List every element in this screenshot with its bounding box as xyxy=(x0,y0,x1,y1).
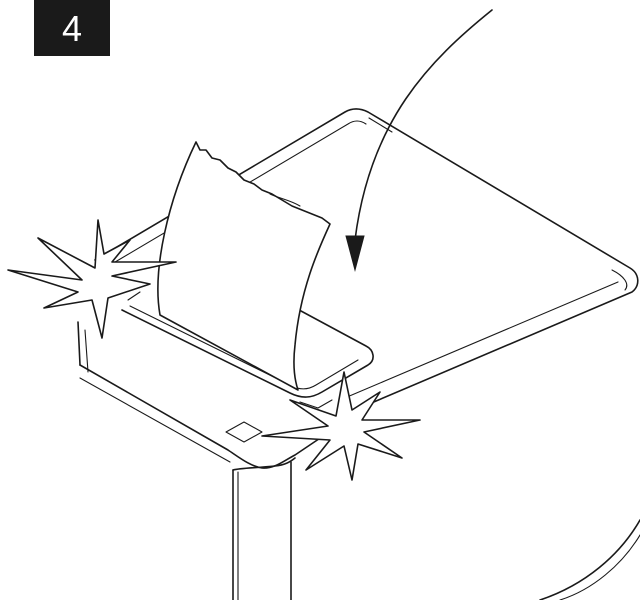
receipt-paper xyxy=(157,141,331,391)
spark-right-shape xyxy=(261,371,421,481)
arrow-shaft xyxy=(354,9,493,241)
cover-edge-back xyxy=(104,120,367,269)
cover-left-edge-inner xyxy=(84,329,89,373)
lip-corner xyxy=(232,457,296,471)
click-spark-icon xyxy=(261,371,421,481)
lip-outer xyxy=(79,364,351,469)
arrow-head xyxy=(345,235,365,272)
lip-under xyxy=(79,377,231,463)
click-spark-icon xyxy=(7,219,177,339)
printer-body xyxy=(232,461,640,600)
cover-corner-inner xyxy=(611,269,628,291)
body-right-contour-inner xyxy=(559,534,640,600)
cover-outline xyxy=(94,108,639,411)
spark-left-shape xyxy=(7,219,177,339)
feed-button xyxy=(225,421,263,443)
step-number: 4 xyxy=(61,8,83,49)
paper-tear-detail xyxy=(269,193,301,207)
printer-front-lip xyxy=(79,364,351,471)
slot-front-notch xyxy=(299,399,333,409)
paper-sheet xyxy=(157,141,331,391)
step-number-badge: 4 xyxy=(34,0,110,56)
slot-left-end xyxy=(127,291,141,301)
cover-front-inner xyxy=(339,281,619,401)
cover-left-edge xyxy=(77,321,81,366)
curved-arrow-icon xyxy=(345,9,493,272)
body-right-contour xyxy=(539,519,640,600)
printer-cover xyxy=(77,108,639,411)
